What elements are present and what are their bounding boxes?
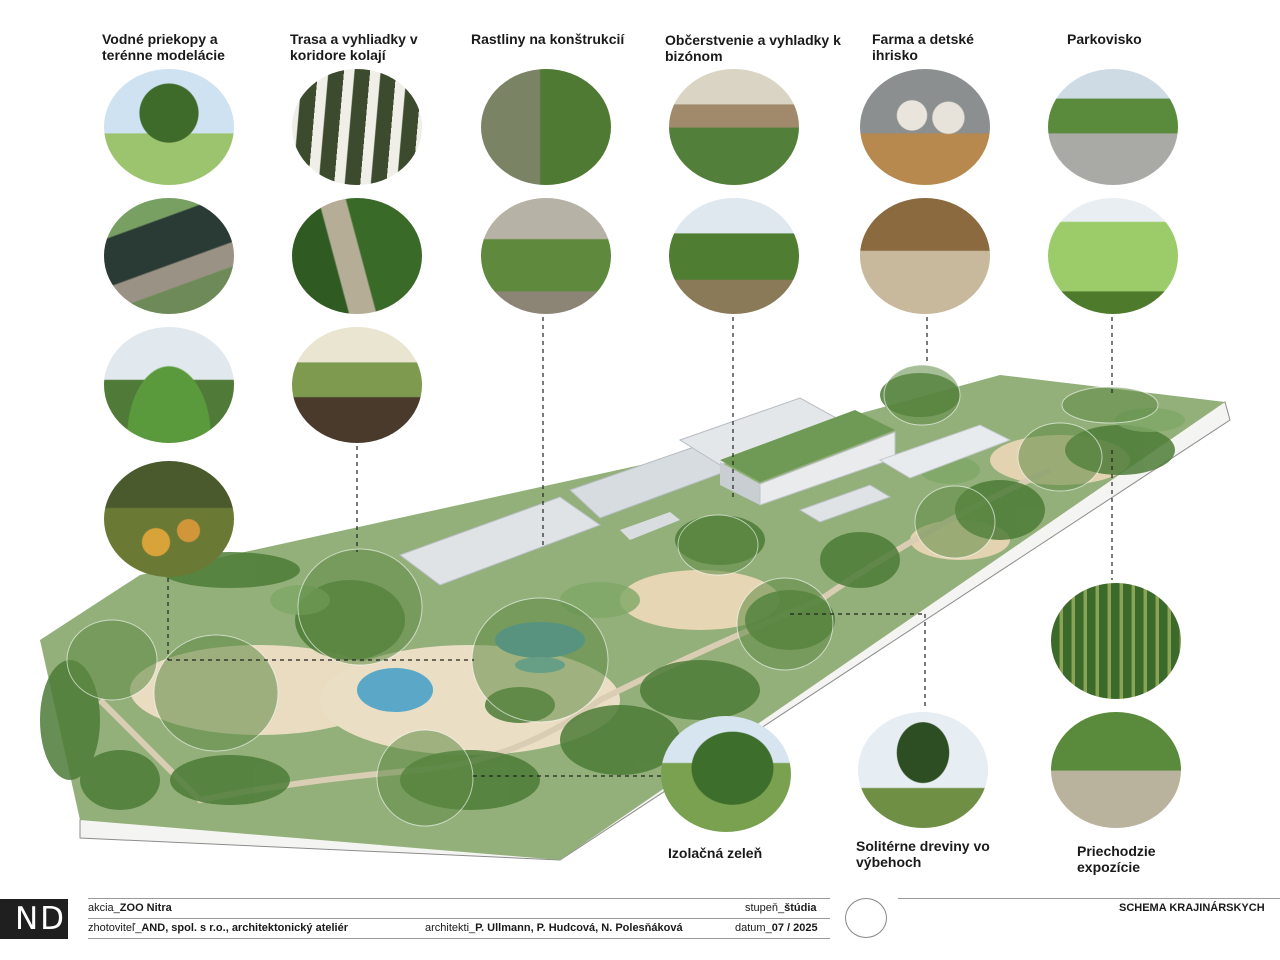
field-akcia-value: ZOO Nitra — [119, 902, 172, 914]
field-zhotovitel: zhotoviteľ_AND, spol. s r.o., architekto… — [88, 922, 348, 934]
heading-rail-corridor: Trasa a vyhliadky v koridore kolají — [290, 31, 418, 63]
field-zhotovitel-label: zhotoviteľ_ — [88, 922, 142, 934]
photo-birch-trees — [292, 69, 422, 185]
photo-solitary-pine — [858, 712, 988, 828]
heading-parking: Parkovisko — [1067, 31, 1142, 47]
photo-cafe-terrace — [669, 69, 799, 185]
heading-plants-on-structure: Rastliny na konštrukcií — [471, 31, 625, 47]
field-akcia: akcia_ZOO Nitra — [88, 902, 172, 914]
label-solitary-trees: Solitérne dreviny vo výbehoch — [856, 838, 990, 870]
field-stupen: stupeň_štúdia — [745, 902, 817, 914]
field-architekti-label: architekti_ — [425, 922, 476, 934]
photo-goats-farm — [860, 69, 990, 185]
photo-oak-tree — [104, 69, 234, 185]
highlight-lenses — [66, 364, 1159, 827]
field-datum: datum_07 / 2025 — [735, 922, 818, 934]
heading-farm-playground: Farma a detské ihrisko — [872, 31, 974, 63]
field-datum-value: 07 / 2025 — [771, 922, 818, 934]
field-akcia-label: akcia_ — [88, 902, 120, 914]
field-architekti: architekti_P. Ullmann, P. Hudcová, N. Po… — [425, 922, 683, 934]
heading-water-ditches: Vodné priekopy a terénne modelácie — [102, 31, 225, 63]
photo-parking-lot — [1048, 69, 1178, 185]
photo-elevated-garden — [481, 198, 611, 314]
photo-forest-path — [292, 198, 422, 314]
field-zhotovitel-value: AND, spol. s r.o., architektonický ateli… — [141, 922, 348, 934]
buildings — [398, 397, 1012, 586]
stamp-circle — [845, 898, 887, 938]
label-isolation-greenery: Izolačná zeleň — [668, 845, 763, 861]
field-stupen-label: stupeň_ — [745, 902, 785, 914]
titleblock-line-bottom — [88, 938, 830, 939]
photo-isolation-greenery — [661, 716, 791, 832]
leader-lines — [167, 317, 1113, 777]
photo-tree-alley — [1048, 198, 1178, 314]
heading-refreshment-bison: Občerstvenie a vyhladky k bizónom — [665, 32, 841, 64]
field-stupen-value: štúdia — [784, 902, 817, 914]
photo-terrain-mound — [104, 327, 234, 443]
label-walkthrough-exhibits: Priechodzie expozície — [1077, 843, 1156, 875]
sheet-title: SCHEMA KRAJINÁRSKYCH — [1119, 902, 1265, 914]
photo-playground — [860, 198, 990, 314]
firm-logo: ND — [0, 899, 68, 939]
field-datum-label: datum_ — [735, 922, 772, 934]
titleblock-line-top — [88, 898, 830, 899]
photo-bamboo-walk — [1051, 583, 1181, 699]
photo-walkthrough-exhibit — [1051, 712, 1181, 828]
photo-water-ditch — [104, 198, 234, 314]
titleblock-line-mid — [88, 918, 830, 919]
photo-ornamental-grasses — [104, 461, 234, 577]
titleblock-line-right — [898, 898, 1280, 899]
photo-meadow-view — [669, 198, 799, 314]
photo-green-wall — [481, 69, 611, 185]
field-architekti-value: P. Ullmann, P. Hudcová, N. Polesňáková — [475, 922, 683, 934]
photo-boardwalk-lookout — [292, 327, 422, 443]
